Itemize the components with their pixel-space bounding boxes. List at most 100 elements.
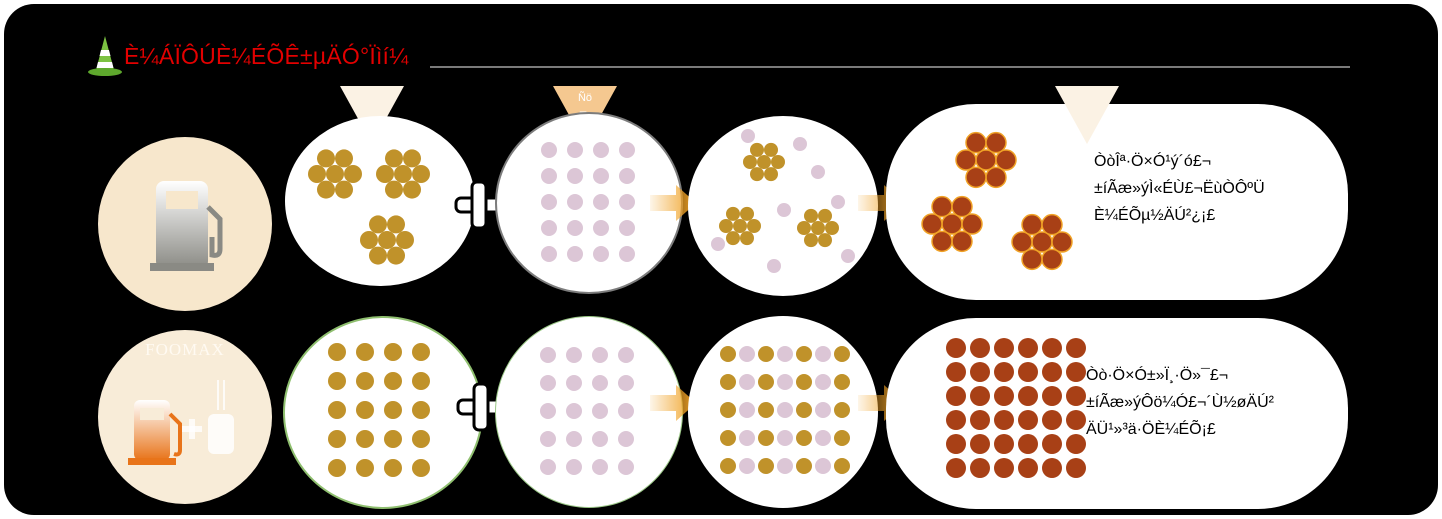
oxygen-molecule xyxy=(777,430,793,446)
fuel-molecule xyxy=(758,374,774,390)
burning-molecule xyxy=(1066,386,1086,406)
oxygen-molecule xyxy=(815,430,831,446)
oxygen-molecule xyxy=(811,165,825,179)
burning-molecule xyxy=(1042,410,1062,430)
fuel-molecule xyxy=(369,246,387,265)
fuel-molecule xyxy=(385,180,403,199)
oxygen-molecule xyxy=(619,194,635,210)
oxygen-molecule xyxy=(593,246,609,262)
oxygen-molecule xyxy=(593,194,609,210)
burning-molecule xyxy=(994,410,1014,430)
oxygen-molecule xyxy=(739,458,755,474)
burning-molecule xyxy=(994,434,1014,454)
fuel-molecule xyxy=(376,165,394,183)
burning-molecule xyxy=(970,458,990,478)
oxygen-molecule xyxy=(592,375,608,391)
fuel-molecule xyxy=(758,402,774,418)
fuel-molecule xyxy=(335,180,353,199)
fuel-molecule xyxy=(385,149,403,168)
burning-molecule xyxy=(965,131,987,154)
oxygen-molecule xyxy=(619,142,635,158)
oxygen-molecule xyxy=(739,374,755,390)
oxygen-label-1: Ñö xyxy=(577,92,593,104)
fuel-molecule xyxy=(818,233,832,248)
fuel-molecule xyxy=(356,372,374,390)
oxygen-molecule xyxy=(592,403,608,419)
burning-molecule xyxy=(970,410,990,430)
oxygen-molecule xyxy=(739,402,755,418)
fuel-molecule xyxy=(328,459,346,477)
fuel-molecule xyxy=(720,402,736,418)
oxygen-molecule xyxy=(815,346,831,362)
burning-molecule xyxy=(1041,248,1063,271)
fuel-molecule xyxy=(384,343,402,361)
fuel-molecule xyxy=(796,374,812,390)
oxygen-molecule xyxy=(815,402,831,418)
fuel-molecule xyxy=(834,374,850,390)
oxygen-molecule xyxy=(567,246,583,262)
oxygen-molecule-grid xyxy=(495,316,683,508)
fuel-molecule xyxy=(740,231,754,246)
burning-molecule xyxy=(946,362,966,382)
burning-molecule xyxy=(994,338,1014,358)
oxygen-molecule xyxy=(540,375,556,391)
burning-molecule xyxy=(1021,248,1043,271)
burning-molecule xyxy=(921,213,943,235)
fuel-molecule xyxy=(720,430,736,446)
burning-molecule xyxy=(931,230,953,253)
oxygen-molecule xyxy=(815,374,831,390)
fuel-molecule xyxy=(356,459,374,477)
fuel-molecule xyxy=(804,233,818,248)
fuel-molecule xyxy=(720,374,736,390)
burning-molecule xyxy=(1042,434,1062,454)
burning-molecule xyxy=(946,434,966,454)
fuel-molecule xyxy=(764,167,778,182)
fuel-molecule xyxy=(758,346,774,362)
oxygen-molecule xyxy=(566,431,582,447)
burning-molecule xyxy=(1018,410,1038,430)
oxygen-molecule xyxy=(739,346,755,362)
fuel-molecule xyxy=(394,165,412,183)
burning-molecule xyxy=(1042,458,1062,478)
oxygen-molecule xyxy=(592,347,608,363)
burning-molecule xyxy=(1042,386,1062,406)
fuel-molecule xyxy=(360,231,378,249)
fuel-molecule xyxy=(811,221,825,235)
burning-molecule xyxy=(985,131,1007,154)
oxygen-molecule xyxy=(540,403,556,419)
plus-icon xyxy=(454,180,504,230)
burning-molecule xyxy=(1051,231,1073,253)
oxygen-molecule xyxy=(567,142,583,158)
fuel-molecule xyxy=(356,401,374,419)
oxygen-molecule xyxy=(566,347,582,363)
burning-molecule xyxy=(994,458,1014,478)
oxygen-molecule xyxy=(541,246,557,262)
fuel-molecule xyxy=(328,430,346,448)
burning-molecule xyxy=(931,195,953,218)
result-text-additive: Òò·Ö×Ó±»Ï¸·Ö»¯£¬ ±íÃæ»ýÔö¼Ó£¬´Ù½øÄÚ² ÄÜ¹… xyxy=(1086,367,1274,438)
oxygen-molecule xyxy=(593,220,609,236)
fuel-molecule xyxy=(804,208,818,223)
fuel-molecule xyxy=(344,165,362,183)
fuel-molecule xyxy=(757,155,771,169)
burning-molecule xyxy=(1021,213,1043,236)
burning-molecule xyxy=(1018,338,1038,358)
oxygen-molecule xyxy=(541,168,557,184)
fuel-molecule xyxy=(412,343,430,361)
burning-molecule xyxy=(1066,362,1086,382)
burning-molecule xyxy=(985,166,1007,189)
oxygen-molecule xyxy=(541,194,557,210)
burning-molecule xyxy=(965,166,987,189)
oxygen-molecule xyxy=(777,203,791,217)
fuel-molecule xyxy=(328,401,346,419)
pointer-triangle xyxy=(1055,86,1119,144)
fuel-molecule xyxy=(719,219,733,233)
fuel-molecule xyxy=(740,206,754,221)
fuel-molecule xyxy=(369,215,387,234)
fuel-molecule xyxy=(356,343,374,361)
fuel-molecule xyxy=(750,167,764,182)
burning-molecule xyxy=(1041,213,1063,236)
fuel-molecule xyxy=(384,372,402,390)
oxygen-molecule xyxy=(618,375,634,391)
oxygen-molecule xyxy=(567,168,583,184)
